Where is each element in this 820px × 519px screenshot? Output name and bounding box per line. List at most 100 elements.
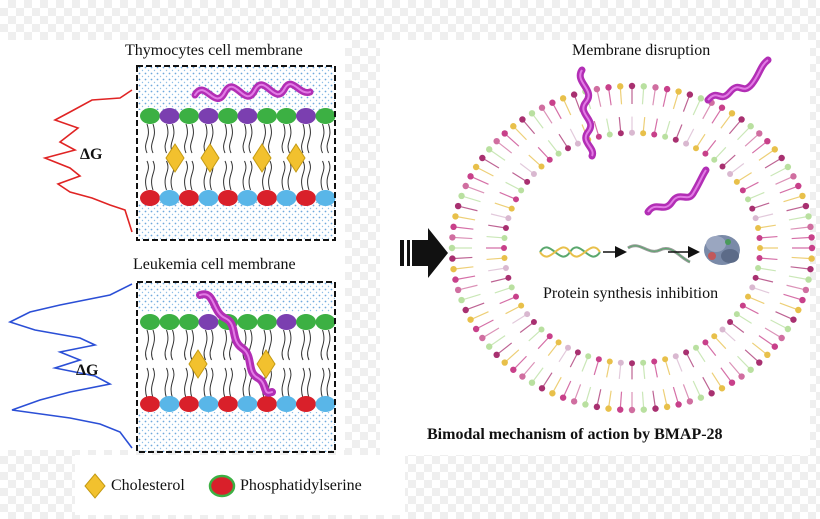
lipid-head	[640, 83, 647, 90]
lipid-head	[538, 385, 546, 392]
leukemia-label: Leukemia cell membrane	[133, 256, 296, 273]
lipid-head	[570, 91, 578, 98]
lipid-head	[640, 359, 647, 366]
lipid-head	[467, 316, 474, 323]
lipid-tail	[320, 123, 325, 154]
lipid-head	[257, 314, 277, 330]
lipid-tail	[223, 329, 227, 361]
lipid-head	[530, 319, 537, 326]
lipid-head	[662, 356, 669, 363]
lipid-head	[315, 314, 336, 330]
lipid-head	[693, 145, 699, 152]
lipid-head	[799, 192, 806, 200]
lipid-head	[663, 403, 671, 411]
peptide-helix-icon	[644, 166, 710, 216]
lipid-head	[159, 108, 180, 124]
lipid-head	[702, 150, 709, 157]
delta-g-curve-bottom	[7, 283, 133, 449]
lipid-head	[771, 343, 779, 350]
lipid-head	[693, 344, 699, 351]
lipid-head	[501, 245, 507, 251]
lipid-head	[449, 234, 456, 241]
lipid-head	[808, 234, 815, 241]
lipid-head	[502, 224, 509, 231]
lipid-tail	[783, 195, 803, 203]
lipid-tail	[242, 160, 247, 191]
lipid-head	[574, 140, 581, 147]
lipid-tail	[791, 236, 812, 240]
lipid-head	[508, 284, 515, 291]
lipid-head	[807, 223, 814, 231]
lipid-head	[528, 110, 536, 117]
lipid-tail	[452, 236, 473, 240]
lipid-head	[518, 187, 525, 194]
lipid-tail	[287, 123, 292, 154]
lipid-tail	[307, 367, 311, 399]
lipid-tail	[786, 284, 807, 291]
lipid-head	[296, 396, 316, 412]
lipid-head	[640, 130, 647, 137]
lipid-head	[686, 91, 694, 98]
lipid-tail	[164, 367, 169, 399]
lipid-head	[555, 339, 562, 346]
delta-g-label-bottom: ΔG	[76, 362, 99, 379]
legend-cholesterol-label: Cholesterol	[111, 477, 185, 494]
phosphatidylserine-icon	[208, 474, 236, 498]
lipid-tail	[170, 329, 175, 361]
lipid-head	[538, 163, 545, 170]
lipid-tail	[164, 160, 169, 191]
peptide-helix-icon	[191, 80, 314, 102]
lipid-tail	[461, 293, 481, 301]
lipid-tail	[488, 148, 506, 161]
lipid-head	[771, 146, 779, 153]
lipid-tail	[790, 266, 811, 270]
lipid-tail	[788, 275, 809, 281]
lipid-head	[708, 390, 715, 397]
lipid-tail	[145, 367, 149, 399]
lipid-head	[756, 255, 763, 262]
upper-leaflet-heads	[140, 108, 336, 124]
lipid-tail	[190, 123, 194, 154]
lipid-head	[296, 314, 316, 330]
lipid-tail	[248, 160, 253, 191]
lipid-tail	[281, 160, 286, 191]
lipid-tail	[461, 195, 481, 203]
lipid-tail	[758, 335, 776, 348]
lipid-tail	[326, 329, 331, 361]
lipid-head	[749, 205, 756, 212]
lipid-head	[140, 190, 160, 206]
lipid-tail	[764, 157, 782, 169]
lipid-tail	[184, 123, 188, 154]
lipid-tail	[145, 123, 149, 154]
lipid-head	[605, 405, 612, 412]
lipid-head	[448, 244, 456, 252]
lipid-head	[257, 396, 277, 412]
lipid-head	[450, 265, 457, 273]
lipid-head	[237, 314, 258, 330]
lipid-head	[549, 390, 556, 397]
thymocytes-membrane-box	[136, 65, 336, 241]
lipid-head	[733, 311, 740, 318]
lipid-head	[755, 224, 762, 231]
lipid-tail	[786, 205, 807, 212]
lipid-head	[628, 82, 636, 90]
lipid-tail	[209, 329, 214, 361]
lipid-tail	[281, 329, 286, 361]
lipid-head	[728, 379, 736, 386]
lipid-head	[747, 123, 754, 130]
lipid-head	[747, 366, 754, 373]
lipid-tail	[190, 160, 194, 191]
lipid-tail	[301, 123, 305, 154]
lipid-head	[675, 401, 682, 408]
lipid-head	[745, 196, 752, 203]
lipid-head	[485, 146, 493, 153]
lipid-head	[472, 325, 480, 333]
lipid-head	[296, 108, 316, 124]
lipid-tail	[470, 311, 489, 321]
lipid-head	[595, 356, 602, 363]
cholesterol-diamond-icon	[200, 143, 220, 173]
lipid-tail	[790, 226, 811, 230]
lipid-head	[565, 344, 571, 351]
lipid-head	[778, 154, 785, 162]
